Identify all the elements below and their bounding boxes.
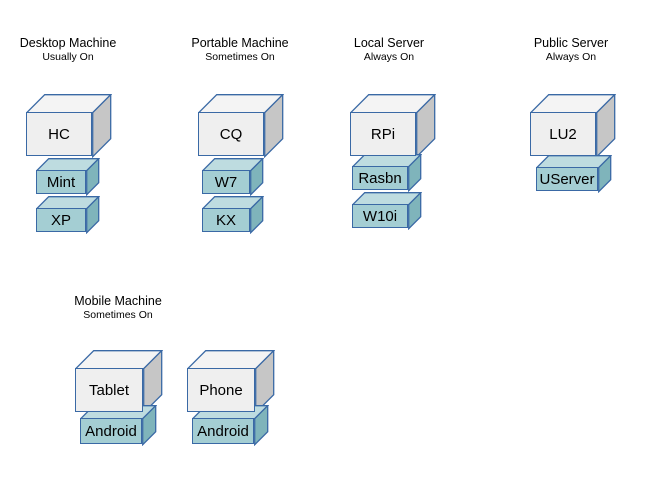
box-3d-faces (26, 94, 112, 158)
os-box-rasbn[interactable]: Rasbn (352, 154, 422, 192)
box-label-rasbn: Rasbn (358, 169, 402, 187)
group-name-mobile: Mobile Machine (74, 294, 162, 308)
box-side-face (86, 196, 100, 234)
box-3d-faces (75, 350, 163, 414)
box-3d-faces (530, 94, 616, 158)
group-status-mobile: Sometimes On (83, 309, 153, 322)
box-3d-faces (36, 196, 100, 234)
box-side-face (250, 196, 264, 234)
box-side-face (143, 350, 163, 414)
box-label-tablet: Tablet (88, 381, 130, 399)
group-name-portable: Portable Machine (191, 36, 289, 50)
box-side-face (254, 405, 269, 446)
machine-box-hc[interactable]: HC (26, 94, 112, 158)
box-front-face[interactable]: Android (80, 418, 142, 444)
group-status-portable: Sometimes On (205, 51, 275, 64)
box-side-face (92, 94, 112, 158)
box-side-face (416, 94, 436, 158)
os-box-mint[interactable]: Mint (36, 158, 100, 196)
group-name-desktop: Desktop Machine (19, 36, 117, 50)
box-front-face[interactable]: W7 (202, 170, 250, 194)
box-label-android-1: Android (85, 422, 137, 440)
box-side-face (408, 154, 422, 192)
box-label-phone: Phone (199, 381, 243, 399)
box-side-face (408, 192, 422, 230)
box-side-face (598, 155, 612, 193)
box-label-xp: XP (50, 211, 71, 229)
os-box-kx[interactable]: KX (202, 196, 264, 234)
group-status-desktop: Usually On (42, 51, 94, 64)
box-front-face[interactable]: CQ (198, 112, 264, 156)
box-3d-faces (187, 350, 275, 414)
box-front-face[interactable]: W10i (352, 204, 408, 228)
group-name-local: Local Server (353, 36, 425, 50)
box-label-android-2: Android (197, 422, 249, 440)
box-side-face (264, 94, 284, 158)
box-label-w7: W7 (214, 173, 238, 191)
os-box-userver[interactable]: UServer (536, 155, 612, 193)
box-front-face[interactable]: LU2 (530, 112, 596, 156)
box-front-face[interactable]: Tablet (75, 368, 143, 412)
box-front-face[interactable]: UServer (536, 167, 598, 191)
box-front-face[interactable]: Mint (36, 170, 86, 194)
box-side-face (255, 350, 275, 414)
os-box-w10i[interactable]: W10i (352, 192, 422, 230)
box-3d-faces (536, 155, 612, 193)
box-3d-faces (202, 158, 264, 196)
box-side-face (596, 94, 616, 158)
machine-box-tablet[interactable]: Tablet (75, 350, 163, 414)
os-box-xp[interactable]: XP (36, 196, 100, 234)
machine-box-cq[interactable]: CQ (198, 94, 284, 158)
box-label-w10i: W10i (362, 207, 398, 225)
box-front-face[interactable]: RPi (350, 112, 416, 156)
box-3d-faces (36, 158, 100, 196)
box-label-lu2: LU2 (549, 125, 577, 143)
group-status-public: Always On (545, 51, 597, 64)
box-label-hc: HC (48, 125, 70, 143)
box-label-mint: Mint (46, 173, 76, 191)
box-front-face[interactable]: HC (26, 112, 92, 156)
box-front-face[interactable]: Rasbn (352, 166, 408, 190)
box-front-face[interactable]: XP (36, 208, 86, 232)
box-label-cq: CQ (219, 125, 243, 143)
box-3d-faces (350, 94, 436, 158)
os-box-w7[interactable]: W7 (202, 158, 264, 196)
box-side-face (142, 405, 157, 446)
box-label-kx: KX (215, 211, 236, 229)
machine-box-lu2[interactable]: LU2 (530, 94, 616, 158)
group-name-public: Public Server (533, 36, 609, 50)
group-status-local: Always On (363, 51, 415, 64)
box-front-face[interactable]: KX (202, 208, 250, 232)
box-side-face (86, 158, 100, 196)
box-label-userver: UServer (539, 170, 595, 188)
box-label-rpi: RPi (370, 125, 396, 143)
box-3d-faces (352, 192, 422, 230)
box-side-face (250, 158, 264, 196)
box-front-face[interactable]: Phone (187, 368, 255, 412)
machine-box-phone[interactable]: Phone (187, 350, 275, 414)
box-3d-faces (202, 196, 264, 234)
machine-box-rpi[interactable]: RPi (350, 94, 436, 158)
box-front-face[interactable]: Android (192, 418, 254, 444)
